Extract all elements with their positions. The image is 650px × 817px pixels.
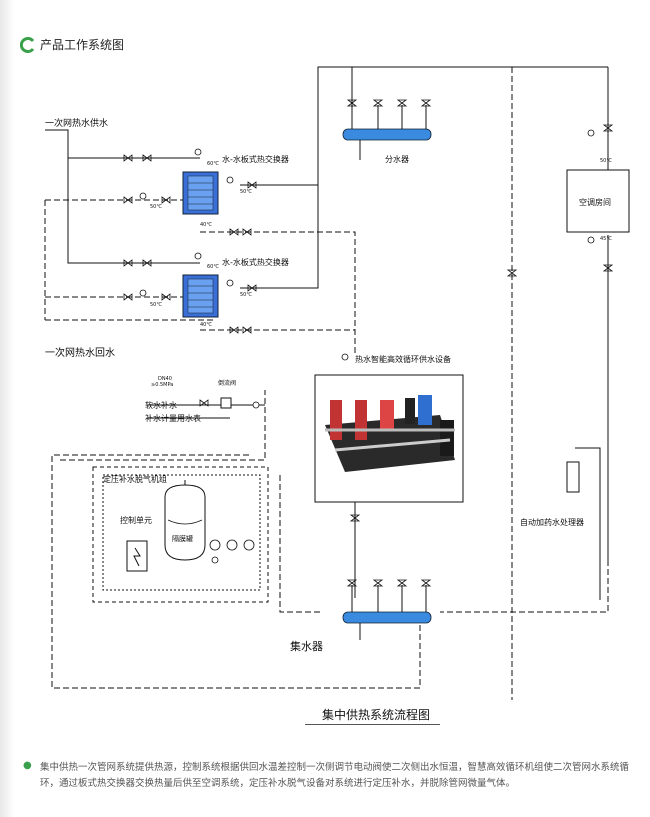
- temp-hx2-ret: 50℃: [150, 302, 162, 308]
- ac-room-box: [566, 169, 630, 233]
- collector-header: [342, 585, 432, 640]
- temp-hx2-in: 60℃: [207, 264, 219, 270]
- primary-supply-pipe: [45, 129, 200, 159]
- pump-icons: [209, 539, 255, 564]
- label-backflow: 倒流阀: [218, 379, 236, 387]
- caption-underline: [305, 724, 440, 725]
- heat-exchanger-1: [182, 171, 219, 215]
- valve-icons: [123, 99, 614, 587]
- smart-unit-machine: [325, 395, 455, 472]
- page-edge-shadow: [0, 0, 14, 817]
- meter-icon: [220, 397, 232, 409]
- temp-hx2-out: 50℃: [240, 292, 252, 298]
- expansion-tank: [164, 480, 206, 561]
- label-meter: 补水计量用水表: [145, 413, 201, 423]
- temp-ac-in: 50℃: [600, 158, 612, 164]
- section-title: 产品工作系统图: [40, 38, 125, 52]
- dosing-device: [566, 461, 580, 493]
- label-hx1: 水-水板式热交换器: [222, 154, 289, 164]
- temp-hx2-sec: 40℃: [200, 322, 212, 328]
- label-primary-return: 一次网热水回水: [45, 346, 115, 359]
- label-distributor: 分水器: [385, 154, 409, 164]
- label-collector: 集水器: [290, 639, 323, 653]
- temp-hx1-ret: 50℃: [150, 204, 162, 210]
- description-text: 集中供热一次管网系统提供热源，控制系统根据供回水温差控制一次侧调节电动阀使二次侧…: [40, 762, 630, 789]
- diagram-caption: 集中供热系统流程图: [322, 708, 431, 722]
- section-header: 产品工作系统图: [20, 36, 124, 53]
- bullet-dot-icon: ●: [23, 760, 32, 771]
- label-dn: DN40: [158, 376, 172, 382]
- label-hx2: 水-水板式热交换器: [222, 257, 289, 267]
- arc-logo-icon: [20, 36, 35, 53]
- temp-ac-out: 45℃: [600, 236, 612, 242]
- label-pressure: ≥0.5MPa: [151, 382, 173, 388]
- label-primary-supply: 一次网热水供水: [45, 117, 108, 129]
- label-smart-unit: 热水智能高效循环供水设备: [355, 354, 451, 364]
- label-soft-water: 软水补水: [145, 400, 177, 410]
- temp-hx1-sec: 40℃: [200, 222, 212, 228]
- label-dosing: 自动加药水处理器: [520, 517, 584, 527]
- heat-exchanger-2: [182, 274, 219, 318]
- distributor-header: [342, 105, 432, 160]
- temp-hx1-out: 50℃: [240, 189, 252, 195]
- label-control-unit: 控制单元: [120, 515, 152, 525]
- label-ac-room: 空调房间: [579, 197, 611, 207]
- control-unit: [126, 540, 148, 572]
- label-expansion-tank: 隔膜罐: [172, 534, 193, 543]
- label-pressure-group: 定压补水脱气机组: [103, 474, 167, 484]
- gauge-icons: [139, 129, 595, 409]
- temp-hx1-in: 60℃: [207, 161, 219, 167]
